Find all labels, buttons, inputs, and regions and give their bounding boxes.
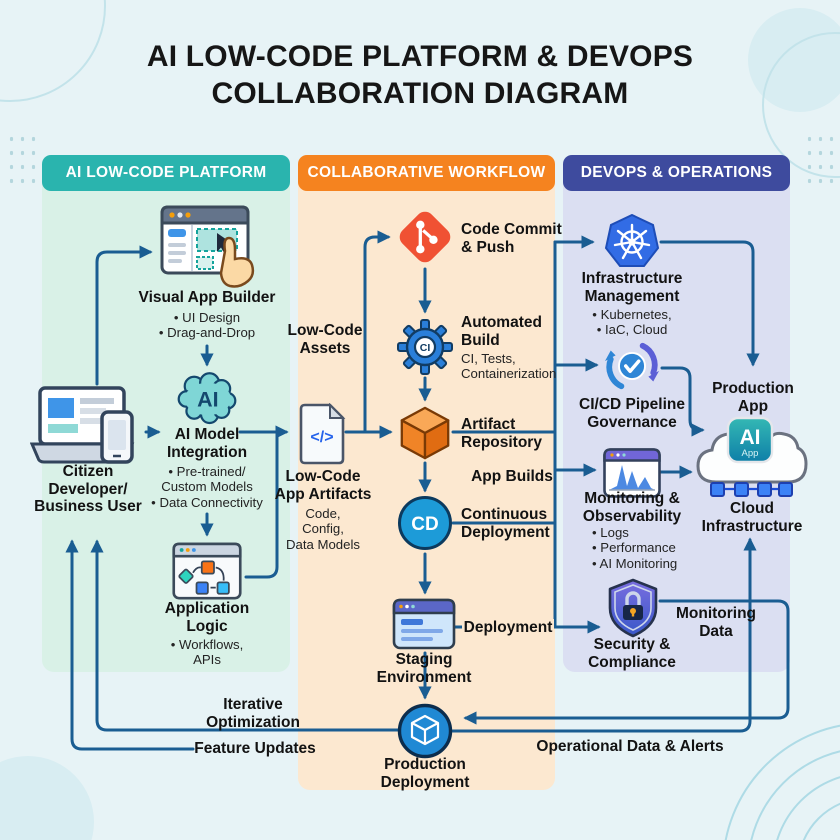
citizen-developer-node — [29, 386, 142, 471]
cloud-infrastructure-node: AI App — [692, 416, 810, 505]
git-icon — [399, 211, 451, 263]
monitoring-bullets: • Logs • Performance • AI Monitoring — [592, 525, 678, 571]
ai-model-label: AI Model Integration • Pre-trained/ Cust… — [151, 426, 263, 510]
dot-grid-right — [804, 132, 838, 190]
cicd-governance-node — [604, 338, 660, 399]
app-builder-icon — [160, 205, 255, 288]
svg-text:AI: AI — [740, 426, 761, 449]
ci-gear-icon: CI — [397, 319, 453, 375]
app-logic-icon — [172, 542, 242, 600]
column-header-lowcode: AI LOW-CODE PLATFORM — [42, 155, 290, 191]
svg-text:AI: AI — [197, 388, 218, 412]
application-logic-label: Application Logic • Workflows, APIs — [164, 600, 250, 668]
monitoring-label: Monitoring & Observability — [582, 490, 682, 525]
feature-updates-label: Feature Updates — [194, 740, 316, 757]
artifact-repository-node — [397, 404, 453, 467]
code-commit-label: Code Commit & Push — [461, 221, 562, 256]
staging-environment-label: Staging Environment — [376, 651, 472, 686]
citizen-developer-label: Citizen Developer/ Business User — [34, 463, 142, 515]
cube-icon — [400, 406, 450, 460]
cd-circle-icon: CD — [398, 496, 452, 550]
security-node — [606, 578, 660, 645]
staging-window-icon — [392, 598, 456, 650]
production-deployment-node — [396, 702, 454, 765]
low-code-assets-label: Low-Code Assets — [287, 322, 363, 357]
production-deployment-label: Production Deployment — [380, 756, 470, 791]
page-title: AI LOW-CODE PLATFORM & DEVOPS COLLABORAT… — [146, 40, 694, 110]
deployment-label: Deployment — [462, 619, 554, 637]
laptop-phone-icon — [29, 386, 135, 464]
security-shield-icon — [608, 578, 658, 638]
continuous-deployment-node: CD — [396, 494, 454, 557]
kubernetes-icon — [604, 213, 660, 267]
column-header-workflow: COLLABORATIVE WORKFLOW — [298, 155, 555, 191]
cicd-governance-label: CI/CD Pipeline Governance — [579, 396, 685, 431]
infrastructure-node — [603, 213, 661, 275]
iterative-optimization-label: Iterative Optimization — [206, 696, 300, 731]
deploy-cube-circle-icon — [397, 703, 453, 759]
monitoring-chart-icon — [603, 448, 661, 498]
monitoring-node — [603, 448, 661, 503]
cloud-infrastructure-label: Cloud Infrastructure — [701, 500, 803, 535]
low-code-artifacts-label: Low-Code App Artifacts Code, Config, Dat… — [274, 468, 372, 552]
svg-text:CD: CD — [411, 514, 438, 535]
automated-build-label: Automated Build CI, Tests, Containerizat… — [461, 314, 557, 382]
application-logic-node — [172, 542, 242, 605]
ai-model-node: AI — [171, 372, 243, 431]
production-app-label: Production App — [712, 380, 794, 415]
automated-build-node: CI — [397, 319, 453, 380]
code-commit-node — [395, 207, 455, 272]
column-header-devops: DEVOPS & OPERATIONS — [563, 155, 790, 191]
dot-grid-left — [6, 132, 40, 190]
security-label: Security & Compliance — [588, 636, 676, 671]
staging-environment-node — [392, 598, 456, 655]
cloud-ai-app-icon: AI App — [696, 416, 808, 497]
code-document-icon: </> — [299, 402, 346, 465]
low-code-artifacts-node: </> — [299, 402, 347, 470]
operational-data-label: Operational Data & Alerts — [536, 738, 724, 755]
ai-brain-icon: AI — [177, 372, 237, 425]
visual-app-builder-node — [159, 203, 255, 294]
continuous-deployment-label: Continuous Deployment — [461, 506, 550, 541]
monitoring-data-label: Monitoring Data — [675, 605, 757, 640]
artifact-repository-label: Artifact Repository — [461, 416, 542, 451]
svg-text:App: App — [742, 448, 759, 459]
visual-app-builder-label: Visual App Builder • UI Design • Drag-an… — [138, 289, 276, 340]
svg-text:CI: CI — [420, 342, 431, 354]
pipeline-governance-icon — [604, 342, 660, 390]
app-builds-label: App Builds — [471, 468, 553, 485]
infrastructure-label: Infrastructure Management • Kubernetes, … — [581, 270, 683, 338]
svg-text:</>: </> — [310, 429, 333, 446]
